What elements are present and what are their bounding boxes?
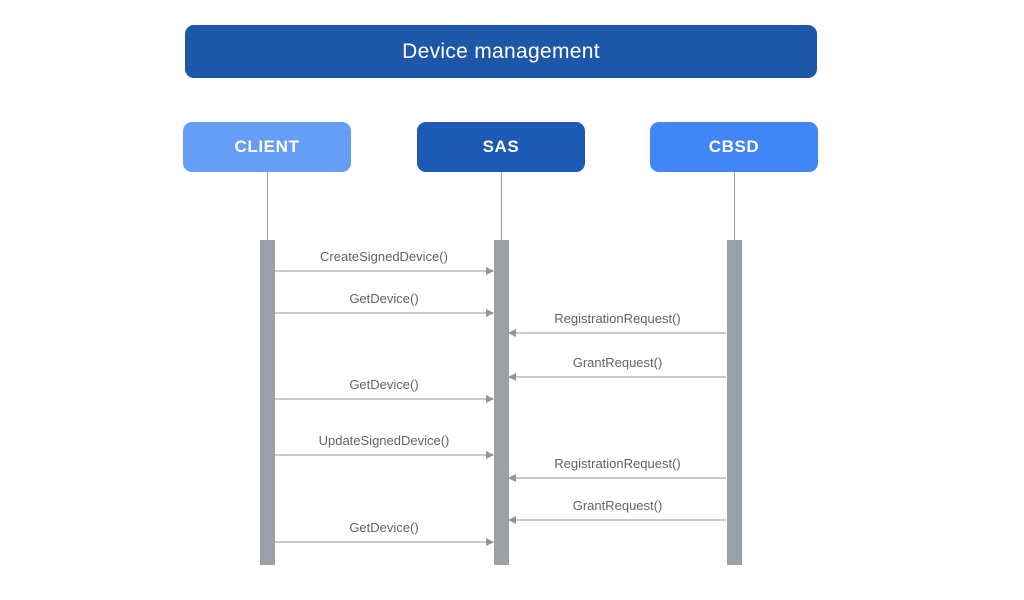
message-label: UpdateSignedDevice() <box>318 433 450 448</box>
message-line <box>509 332 726 334</box>
message-line <box>275 312 493 314</box>
arrowhead-icon <box>508 328 516 337</box>
arrowhead-icon <box>508 515 516 524</box>
arrowhead-icon <box>486 450 494 459</box>
message-label: CreateSignedDevice() <box>320 249 448 264</box>
message-line <box>275 270 493 272</box>
message-label: GetDevice() <box>349 377 419 392</box>
actor-box-client: CLIENT <box>183 122 351 172</box>
activation-bar-cbsd <box>726 240 742 565</box>
message-line <box>275 398 493 400</box>
message-label: GrantRequest() <box>572 355 663 370</box>
message-line <box>509 376 726 378</box>
lifeline-client <box>267 172 268 240</box>
actor-label: SAS <box>482 137 520 156</box>
message-line <box>509 519 726 521</box>
activation-bar-sas <box>493 240 509 565</box>
lifeline-sas <box>501 172 502 240</box>
arrowhead-icon <box>486 266 494 275</box>
lifeline-cbsd <box>734 172 735 240</box>
arrowhead-icon <box>486 537 494 546</box>
actor-box-cbsd: CBSD <box>650 122 818 172</box>
message-label: RegistrationRequest() <box>554 311 681 326</box>
arrowhead-icon <box>486 308 494 317</box>
actor-label: CBSD <box>708 137 760 156</box>
message-label: GrantRequest() <box>572 498 663 513</box>
message-line <box>275 541 493 543</box>
message-label: GetDevice() <box>349 520 419 535</box>
message-label: RegistrationRequest() <box>554 456 681 471</box>
actor-box-sas: SAS <box>417 122 585 172</box>
arrowhead-icon <box>486 394 494 403</box>
arrowhead-icon <box>508 372 516 381</box>
activation-bar-client <box>259 240 275 565</box>
message-line <box>509 477 726 479</box>
arrowhead-icon <box>508 473 516 482</box>
diagram-title: Device management <box>185 25 817 78</box>
actor-label: CLIENT <box>234 137 300 156</box>
message-line <box>275 454 493 456</box>
message-label: GetDevice() <box>349 291 419 306</box>
